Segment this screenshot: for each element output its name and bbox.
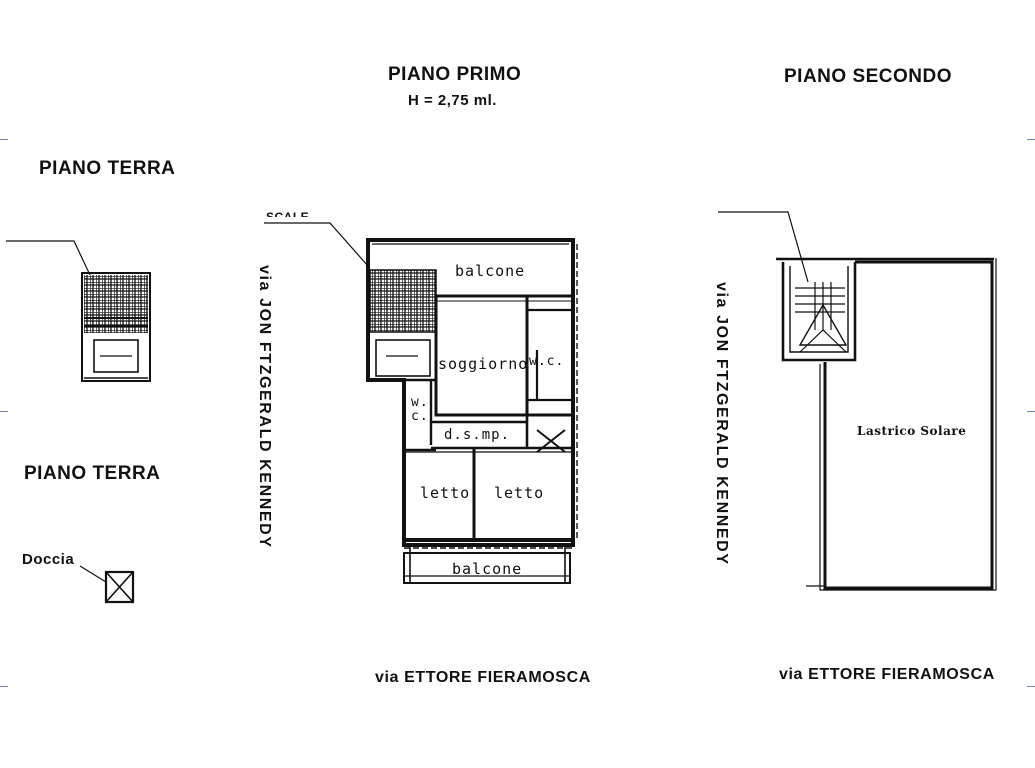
room-disimpegno: d.s.mp. [444, 427, 511, 443]
label-stair-cut: SCALE [266, 210, 310, 217]
edge-mark [1027, 686, 1035, 687]
second-floor-plan [718, 211, 997, 591]
room-balcone-bottom: balcone [452, 560, 523, 578]
edge-mark [0, 686, 8, 687]
room-wc-left: w. c. [411, 395, 429, 424]
room-soggiorno: soggiorno [438, 355, 529, 373]
title-piano-terra: PIANO TERRA [39, 158, 176, 179]
room-letto-1: letto [420, 484, 471, 502]
shower-symbol [79, 565, 135, 604]
title-piano-terra-shower: PIANO TERRA [24, 463, 161, 484]
street-fieramosca-left: via ETTORE FIERAMOSCA [375, 669, 591, 686]
ground-floor-stair-plan [6, 240, 151, 382]
edge-mark [0, 411, 8, 412]
edge-mark [1027, 411, 1035, 412]
title-piano-secondo: PIANO SECONDO [784, 66, 953, 87]
title-piano-primo: PIANO PRIMO [388, 64, 522, 85]
label-doccia: Doccia [22, 551, 75, 568]
edge-mark [1027, 139, 1035, 140]
street-kennedy-right: via JON FTZGERALD KENNEDY [713, 282, 730, 566]
first-floor-plan [264, 222, 578, 584]
room-balcone-top: balcone [455, 262, 526, 280]
height-note: H = 2,75 ml. [408, 92, 497, 109]
street-kennedy-left: via JON FTZGERALD KENNEDY [256, 265, 273, 549]
room-letto-2: letto [494, 484, 545, 502]
room-wc-right: w.c. [529, 354, 565, 369]
edge-mark [0, 139, 8, 140]
label-lastrico-solare: Lastrico Solare [857, 424, 967, 438]
street-fieramosca-right: via ETTORE FIERAMOSCA [779, 666, 995, 683]
